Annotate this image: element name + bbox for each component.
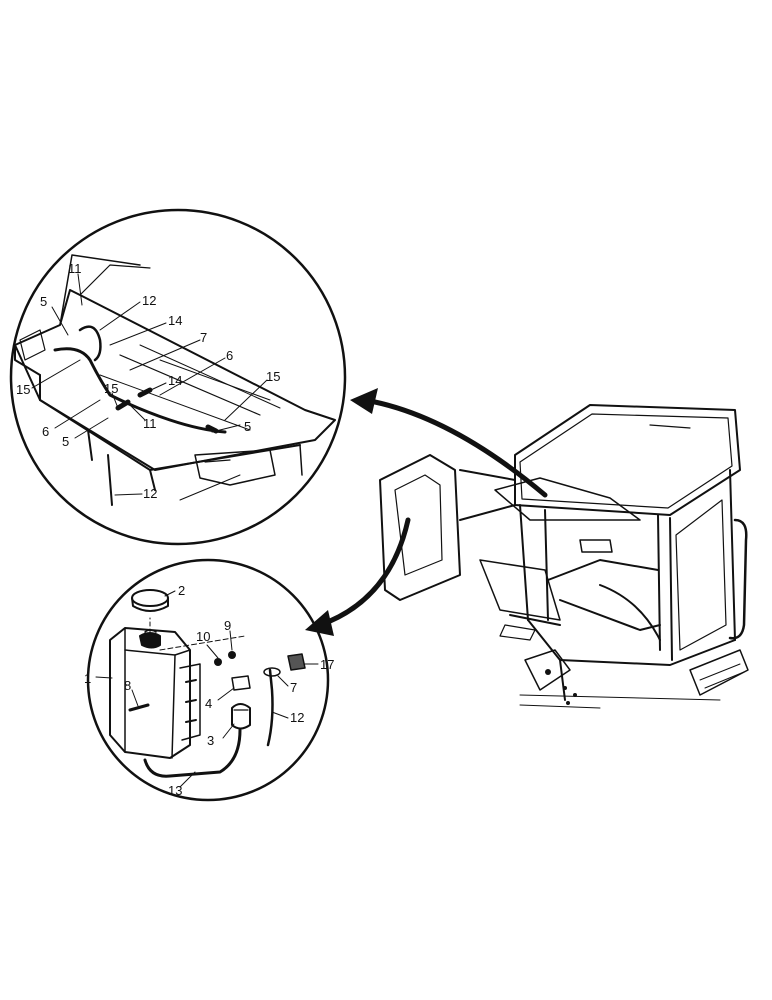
bottom-leader-lines — [95, 590, 319, 788]
top-leader-lines — [31, 273, 268, 496]
callout-6-right: 6 — [226, 348, 233, 363]
callout-8: 8 — [124, 678, 131, 693]
callout-5-left: 5 — [62, 434, 69, 449]
arrow-to-top-detail — [350, 388, 548, 498]
bottom-detail-circle: 2 10 9 1 8 17 7 4 3 12 13 — [84, 558, 334, 802]
callout-11-top: 11 — [68, 261, 82, 276]
callout-15-left: 15 — [16, 382, 30, 397]
callout-11-mid: 11 — [143, 416, 157, 431]
callout-9: 9 — [224, 618, 231, 633]
callout-12-bottom: 12 — [143, 486, 157, 501]
washer-10 — [214, 658, 222, 666]
top-detail-circle: 11 5 12 14 7 15 6 15 14 15 6 11 5 5 12 — [9, 208, 347, 546]
callout-3: 3 — [207, 733, 214, 748]
callout-4: 4 — [205, 696, 212, 711]
callout-6-left: 6 — [42, 424, 49, 439]
callout-14-top: 14 — [168, 313, 182, 328]
machine-cab-illustration — [379, 404, 749, 709]
washer-reservoir-detail — [109, 589, 306, 778]
callout-17: 17 — [320, 657, 334, 672]
callout-14-mid: 14 — [168, 373, 182, 388]
callout-2: 2 — [178, 583, 185, 598]
callout-13: 13 — [168, 783, 182, 798]
callout-5-right: 5 — [244, 419, 251, 434]
nut-9 — [228, 651, 236, 659]
callout-15-mid: 15 — [104, 381, 118, 396]
callout-7-top: 7 — [200, 330, 207, 345]
arrow-to-bottom-detail — [305, 517, 411, 636]
bottom-callout-labels: 2 10 9 1 8 17 7 4 3 12 13 — [84, 583, 334, 798]
roof-frame-detail — [14, 254, 336, 506]
callout-12-bottom-detail: 12 — [290, 710, 304, 725]
callout-15-right: 15 — [266, 369, 280, 384]
top-callout-labels: 11 5 12 14 7 15 6 15 14 15 6 11 5 5 12 — [16, 261, 280, 501]
callout-7-bottom: 7 — [290, 680, 297, 695]
callout-10: 10 — [196, 629, 210, 644]
callout-1: 1 — [84, 671, 91, 686]
callout-5-top: 5 — [40, 294, 47, 309]
callout-12-top: 12 — [142, 293, 156, 308]
